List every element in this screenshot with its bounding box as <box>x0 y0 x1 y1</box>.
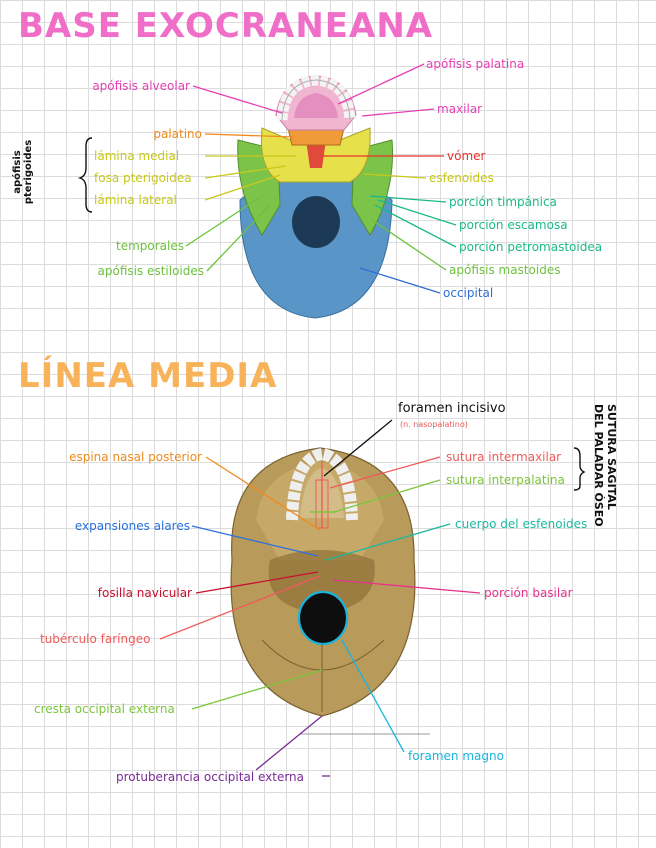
vomer-bone <box>306 140 326 168</box>
label-sutura-intermaxilar: sutura intermaxilar <box>446 450 562 464</box>
label-n-nasopalatino: (n. nasopalatino) <box>400 420 468 429</box>
label-vomer: vómer <box>447 149 486 163</box>
label-apofisis-estiloides: apófisis estiloides <box>97 264 204 278</box>
label-palatino: palatino <box>153 127 202 141</box>
teeth-arc-2 <box>286 447 358 521</box>
label-cresta-occipital-externa: cresta occipital externa <box>34 702 175 716</box>
label-temporales: temporales <box>116 239 184 253</box>
group-label-line1: apófisis <box>12 150 23 194</box>
vertical-label-sutura-sagital: SUTURA SAGITAL DEL PALADAR ÓSEO <box>592 404 618 527</box>
label-foramen-incisivo: foramen incisivo <box>398 401 506 416</box>
sagittal-brace <box>573 447 586 491</box>
section-title-base-exocraneana: BASE EXOCRANEANA <box>18 6 434 46</box>
label-lamina-lateral: lámina lateral <box>94 193 177 207</box>
label-protuberancia-occipital-externa: protuberancia occipital externa <box>116 770 305 784</box>
label-fosilla-navicular: fosilla navicular <box>97 586 192 600</box>
group-label-line2: pterigoides <box>23 139 34 205</box>
label-occipital: occipital <box>443 286 494 300</box>
section-title-linea-media: LÍNEA MEDIA <box>18 356 278 396</box>
label-esfenoides: esfenoides <box>429 171 494 185</box>
label-foramen-magno: foramen magno <box>408 749 504 763</box>
label-apofisis-alveolar: apófisis alveolar <box>92 79 190 93</box>
label-porcion-petromastoidea: porción petromastoidea <box>459 240 603 254</box>
label-apofisis-mastoides: apófisis mastoides <box>449 263 561 277</box>
label-apofisis-palatina: apófisis palatina <box>426 57 525 71</box>
foramen-magnum-ring <box>297 590 349 646</box>
label-porcion-basilar: porción basilar <box>484 586 573 600</box>
label-sutura-interpalatina: sutura interpalatina <box>446 473 565 487</box>
foramen-magnum-shape <box>292 196 340 248</box>
group-label-apofisis-pterigoides: apófisis pterigoides <box>12 132 34 212</box>
label-expansiones-alares: expansiones alares <box>74 519 190 533</box>
vertical-label-line1: SUTURA SAGITAL <box>605 404 618 510</box>
label-espina-nasal-posterior: espina nasal posterior <box>69 450 202 464</box>
palatine-bone <box>287 127 345 146</box>
label-porcion-timpanica: porción timpánica <box>449 195 557 209</box>
label-lamina-medial: lámina medial <box>94 149 180 163</box>
label-porcion-escamosa: porción escamosa <box>459 218 568 232</box>
label-cuerpo-del-esfenoides: cuerpo del esfenoides <box>455 517 588 531</box>
label-tuberculo-faringeo: tubérculo faríngeo <box>40 632 151 646</box>
label-maxilar: maxilar <box>437 102 483 116</box>
vertical-label-line2: DEL PALADAR ÓSEO <box>592 404 605 527</box>
pterygoid-brace <box>77 137 93 213</box>
label-fosa-pterigoidea: fosa pterigoidea <box>94 171 192 185</box>
